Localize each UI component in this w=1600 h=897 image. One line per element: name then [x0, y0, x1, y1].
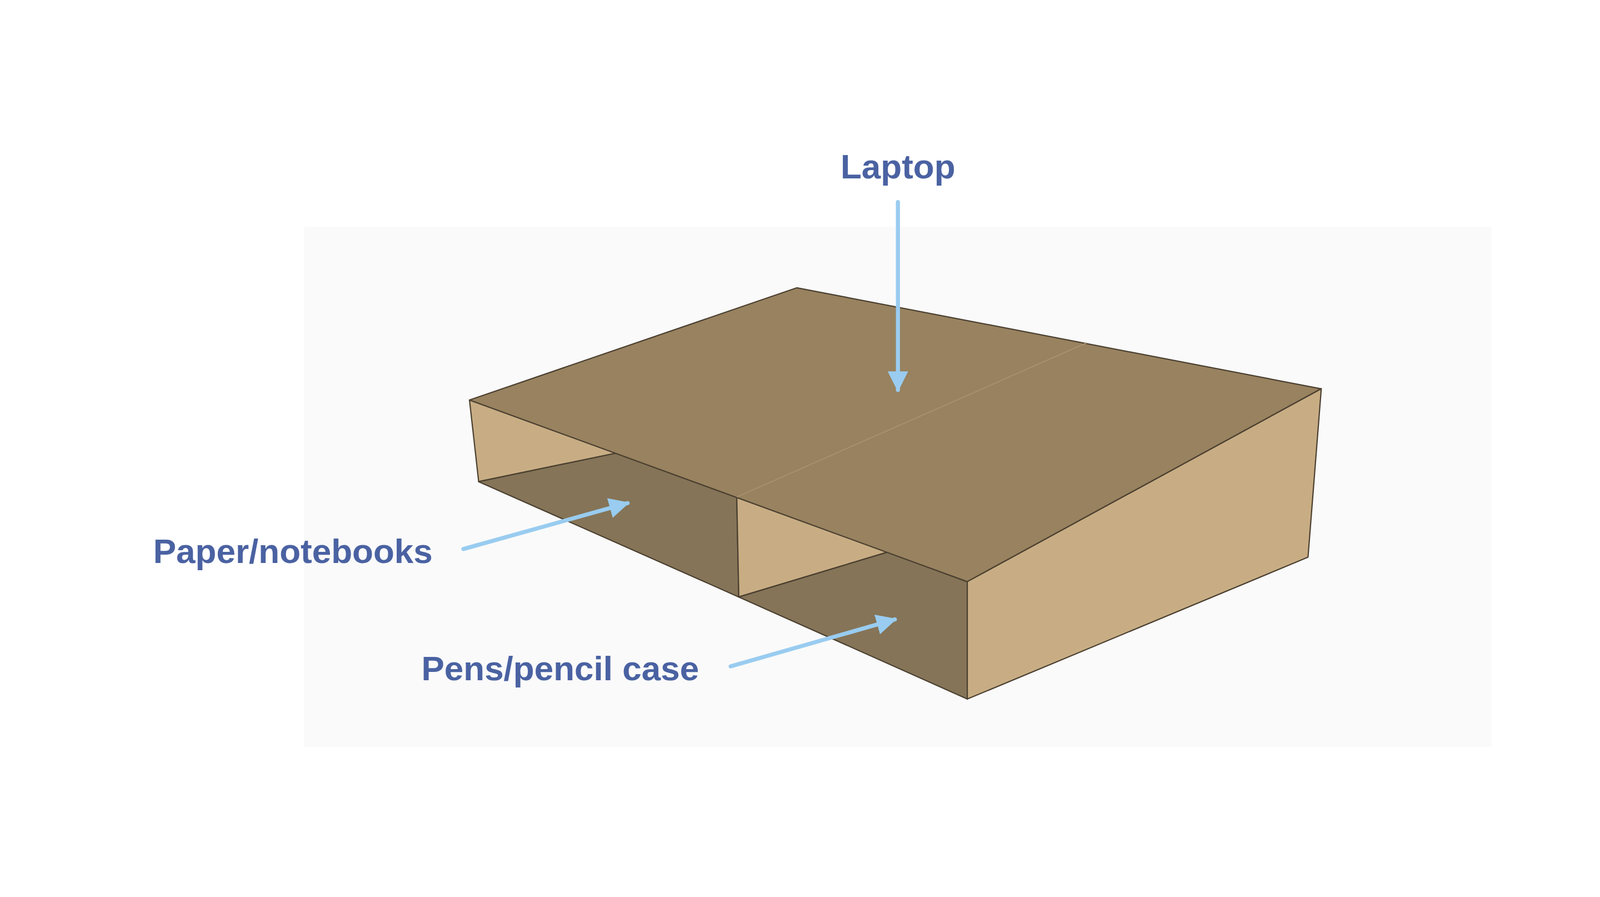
callout-label: Pens/pencil case — [421, 648, 699, 688]
callout-label: Laptop — [840, 146, 956, 187]
callout-label: Paper/notebooks — [153, 531, 433, 571]
side-face — [967, 388, 1322, 699]
leader-arrow — [896, 202, 900, 390]
leader-arrow — [463, 502, 628, 549]
fold-line — [736, 342, 1087, 497]
compartment-floor — [738, 551, 968, 699]
leader-arrow — [730, 619, 895, 667]
